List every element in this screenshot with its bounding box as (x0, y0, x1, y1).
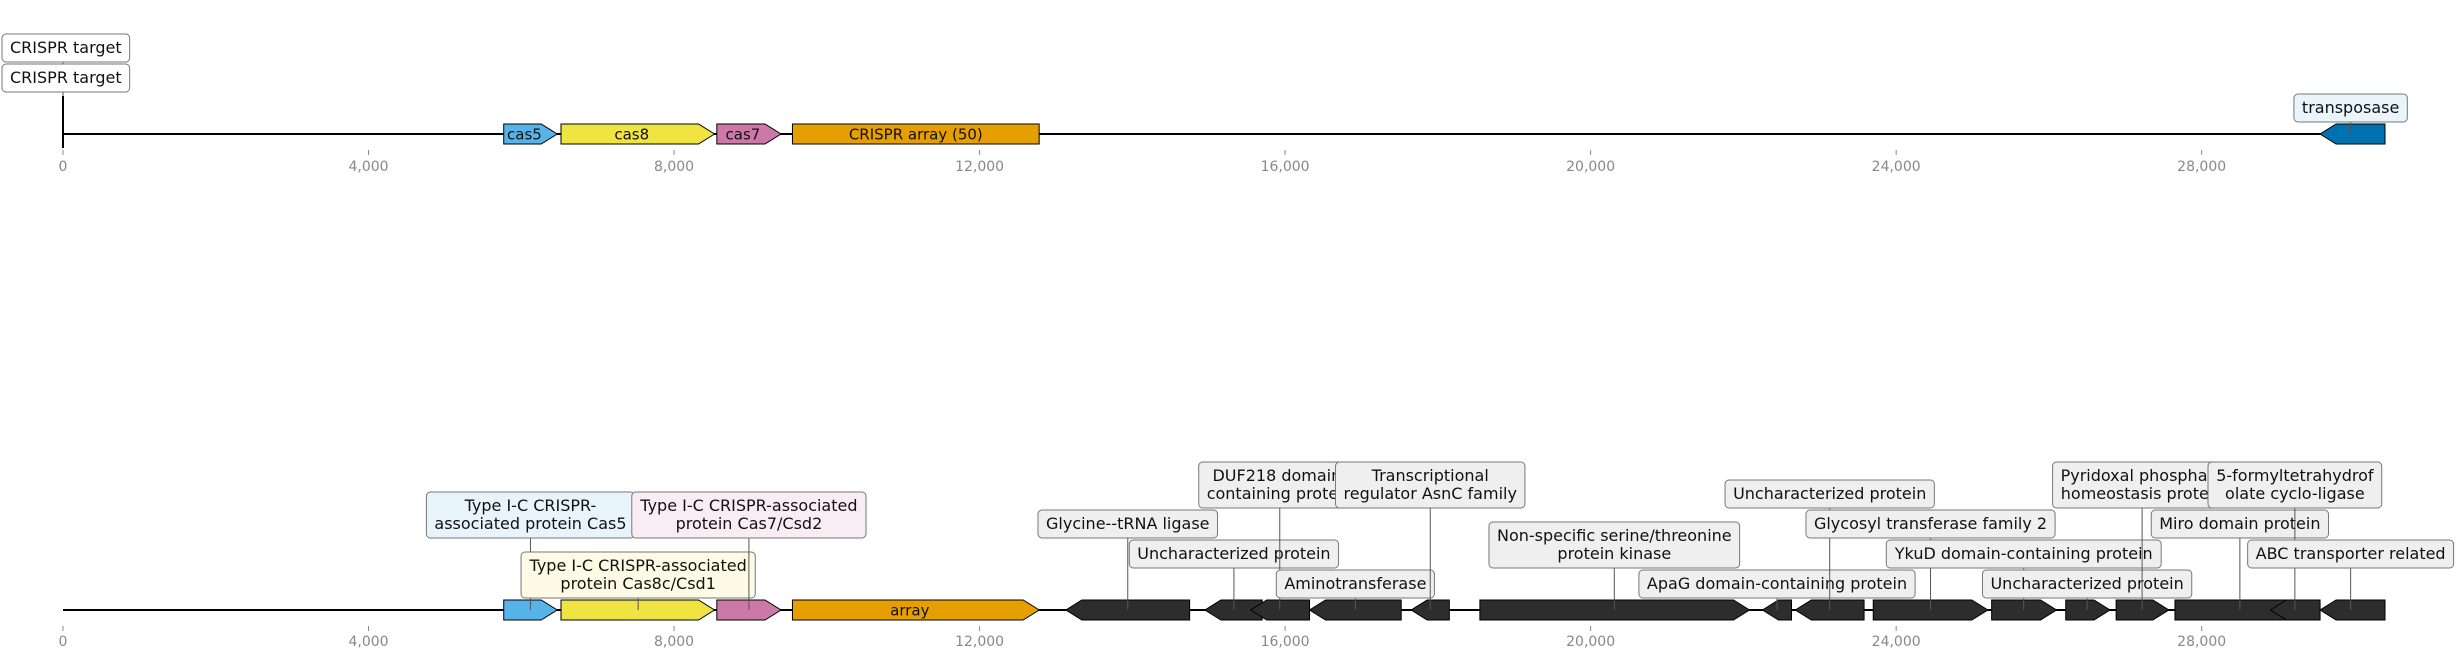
cas5-gene[interactable] (503, 123, 559, 145)
ykud-domain-callout-text: YkuD domain-containing protein (1894, 544, 2153, 563)
serine-threonine-kinase-callout-box (1488, 521, 1741, 569)
transposase: transposase (2293, 93, 2408, 123)
glycosyl-transferase-callout-text: Glycosyl transferase family 2 (1814, 514, 2047, 533)
crispr-target-2: CRISPR target (1, 63, 131, 93)
glycine-trna-ligase-callout: Glycine--tRNA ligase (1037, 509, 1219, 539)
uncharacterized-protein-callout-2: Uncharacterized protein (1724, 479, 1935, 509)
ykud-domain-callout: YkuD domain-containing protein (1885, 539, 2162, 569)
duf218-callout-text: DUF218 domain-containing protein (1207, 466, 1353, 503)
transposase-box (2293, 93, 2408, 123)
uncharacterized-protein-callout-1-text: Uncharacterized protein (1137, 544, 1330, 563)
cas5-gene-label: cas5 (507, 126, 542, 144)
asnc-regulator-callout-box (1335, 461, 1526, 509)
crispr-array-label: CRISPR array (50) (849, 126, 983, 144)
crispr-target-2-box (1, 63, 131, 93)
axis-tick-label: 12,000 (955, 159, 1004, 175)
uncharacterized-protein-callout-1: Uncharacterized protein (1128, 539, 1340, 569)
crispr-target-1-text: CRISPR target (10, 38, 122, 57)
axis-tick-label: 0 (59, 634, 68, 650)
axis-tick-label: 20,000 (1566, 159, 1615, 175)
axis-tick-label: 4,000 (348, 634, 388, 650)
crispr-target-1-box (1, 33, 131, 63)
abc-transporter-callout-text: ABC transporter related (2256, 544, 2446, 563)
axis-tick-label: 16,000 (1261, 634, 1310, 650)
aminotransferase-callout-box (1275, 569, 1435, 599)
glycine-trna-ligase-callout-box (1037, 509, 1219, 539)
aminotransferase-callout-text: Aminotransferase (1284, 574, 1426, 593)
uncharacterized-protein-callout-1-box (1128, 539, 1340, 569)
cas5-callout: Type I-C CRISPR-associated protein Cas5 (425, 491, 636, 539)
transposase-gene[interactable] (2319, 123, 2386, 145)
axis-tick-label: 16,000 (1261, 159, 1310, 175)
abc-transporter-gene[interactable] (2319, 599, 2386, 621)
top-track: 0 4,000 8,000 12,000 16,000 20,000 24,000 28,00… (1, 33, 2408, 175)
axis-tick-label: 20,000 (1566, 634, 1615, 650)
axis-tick-label: 24,000 (1872, 634, 1921, 650)
apag-domain-callout: ApaG domain-containing protein (1638, 569, 1916, 599)
axis-tick-label: 28,000 (2177, 159, 2226, 175)
uncharacterized-protein-callout-3-box (1981, 569, 2193, 599)
cas5-callout-text: Type I-C CRISPR-associated protein Cas5 (434, 496, 626, 533)
uncharacterized-protein-callout-3: Uncharacterized protein (1981, 569, 2193, 599)
cas7-gene[interactable] (716, 123, 782, 145)
cas8-gene-label: cas8 (614, 126, 649, 144)
miro-domain-callout: Miro domain protein (2150, 509, 2329, 539)
cas7-gene-label: cas7 (726, 126, 761, 144)
axis-tick-label: 28,000 (2177, 634, 2226, 650)
cas8-gene[interactable] (560, 123, 716, 145)
abc-transporter-callout: ABC transporter related (2247, 539, 2455, 569)
crispr-array[interactable] (791, 123, 1040, 145)
uncharacterized-protein-callout-2-text: Uncharacterized protein (1733, 484, 1926, 503)
uncharacterized-protein-callout-2-box (1724, 479, 1935, 509)
ykud-domain-callout-box (1885, 539, 2162, 569)
axis-tick-label: 24,000 (1872, 159, 1921, 175)
crispr-target-1: CRISPR target (1, 33, 131, 63)
axis-tick-label: 8,000 (654, 634, 694, 650)
array-label: array (890, 602, 929, 620)
axis-tick-label: 12,000 (955, 634, 1004, 650)
bottom-track: 0 4,000 8,000 12,000 16,000 20,000 24,000 28,00… (59, 461, 2455, 650)
crispr-target-2-text: CRISPR target (10, 68, 122, 87)
glycine-trna-ligase-callout-text: Glycine--tRNA ligase (1046, 514, 1210, 533)
cas7-callout-box (631, 491, 867, 539)
miro-domain-callout-box (2150, 509, 2329, 539)
cas8-callout-box (520, 551, 756, 599)
formyltetrahydrofolate-ligase-callout-box (2207, 461, 2383, 509)
miro-domain-callout-text: Miro domain protein (2159, 514, 2320, 533)
axis-tick-label: 4,000 (348, 159, 388, 175)
glycosyl-transferase-callout: Glycosyl transferase family 2 (1805, 509, 2056, 539)
aminotransferase-callout: Aminotransferase (1275, 569, 1435, 599)
apag-domain-callout-box (1638, 569, 1916, 599)
glycosyl-transferase-callout-box (1805, 509, 2056, 539)
array[interactable] (791, 599, 1041, 621)
axis-tick-label: 8,000 (654, 159, 694, 175)
duf218-callout: DUF218 domain-containing protein (1198, 461, 1362, 509)
axis-tick-label: 0 (59, 159, 68, 175)
apag-domain-callout-text: ApaG domain-containing protein (1647, 574, 1907, 593)
abc-transporter-callout-box (2247, 539, 2455, 569)
transposase-text: transposase (2302, 98, 2399, 117)
uncharacterized-protein-callout-3-text: Uncharacterized protein (1990, 574, 2183, 593)
uncharacterized-protein-gene-3[interactable] (2065, 599, 2111, 621)
